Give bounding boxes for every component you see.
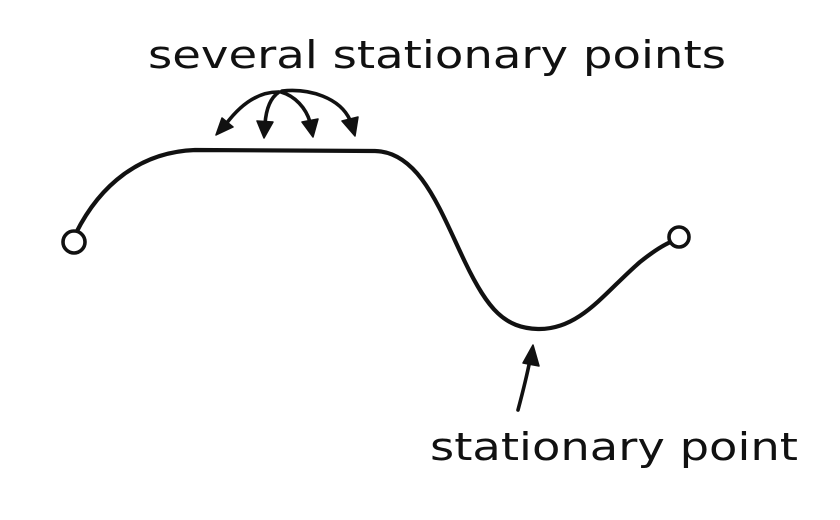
arrow-2-head	[256, 120, 274, 139]
right-endpoint	[667, 225, 691, 249]
arrow-3-shaft	[279, 90, 312, 124]
function-curve	[73, 147, 679, 332]
arrow-5-head	[522, 344, 540, 367]
single-point-arrow	[516, 344, 540, 412]
arrow-1-head	[215, 117, 234, 136]
arrow-2-shaft	[263, 90, 281, 126]
arrow-4-shaft	[280, 88, 352, 122]
left-endpoint	[61, 229, 87, 255]
several-stationary-points-label: several stationary points	[148, 33, 726, 77]
arrow-5-shaft	[516, 358, 532, 412]
arrow-4-head	[341, 116, 359, 137]
stationary-point-label: stationary point	[430, 425, 798, 469]
arrow-1-shaft	[224, 90, 280, 126]
arrow-3-head	[301, 118, 319, 138]
several-points-arrows	[215, 88, 359, 139]
